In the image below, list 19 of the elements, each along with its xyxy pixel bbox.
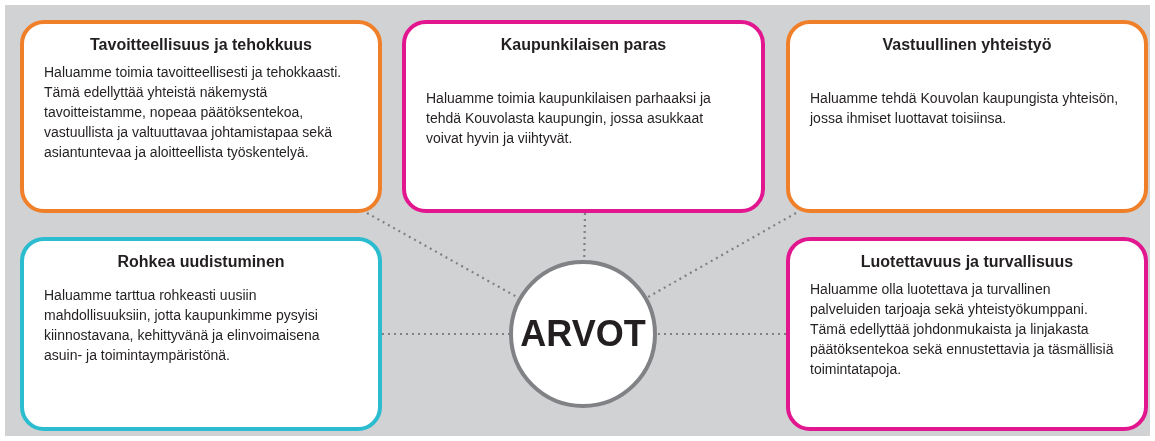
card-text: Haluamme tehdä Kouvolan kaupungista yhteisön, jossa ihmiset luottavat toisiinsa. (810, 89, 1120, 128)
center-label: ARVOT (520, 313, 646, 355)
card-title: Luotettavuus ja turvallisuus (859, 253, 1075, 271)
card-text: Haluamme olla luotettava ja turvallinen palveluiden tarjoaja sekä yhteistyökumppani. Tämä edellyttää johdonmukaista ja linjakasta päätöksentekoa sekä ennustettavia ja täsmällisiä toimintatapoja. (810, 280, 1115, 379)
card-title: Tavoitteellisuus ja tehokkuus (89, 36, 313, 54)
value-card (786, 20, 1148, 213)
value-card (20, 20, 382, 213)
value-card (786, 237, 1148, 431)
card-text: Haluamme toimia kaupunkilaisen parhaaksi ja tehdä Kouvolasta kaupungin, jossa asukkaat voivat hyvin ja viihtyvät. (426, 89, 712, 148)
card-title: Kaupunkilaisen paras (499, 36, 668, 54)
card-text: Haluamme toimia tavoitteellisesti ja tehokkaasti. Tämä edellyttää yhteistä näkemystä tavoitteistamme, nopeaa päätöksentekoa, vastuullista ja valtuuttavaa johtamistapaa sekä asiantuntevaa ja aloitteellista työskentelyä. (44, 63, 343, 162)
value-card (20, 237, 382, 431)
dotted-connector (646, 212, 797, 299)
card-title: Rohkea uudistuminen (116, 253, 286, 271)
card-text: Haluamme tarttua rohkeasti uusiin mahdollisuuksiin, jotta kaupunkimme pysyisi kiinnostavana, kehittyvänä ja elinvoimaisena asuin- ja toimintaympäristönä. (44, 286, 321, 365)
dotted-connector (657, 332, 786, 336)
dotted-connector (366, 212, 519, 299)
card-title: Vastuullinen yhteistyö (881, 36, 1053, 54)
value-card (402, 20, 765, 213)
